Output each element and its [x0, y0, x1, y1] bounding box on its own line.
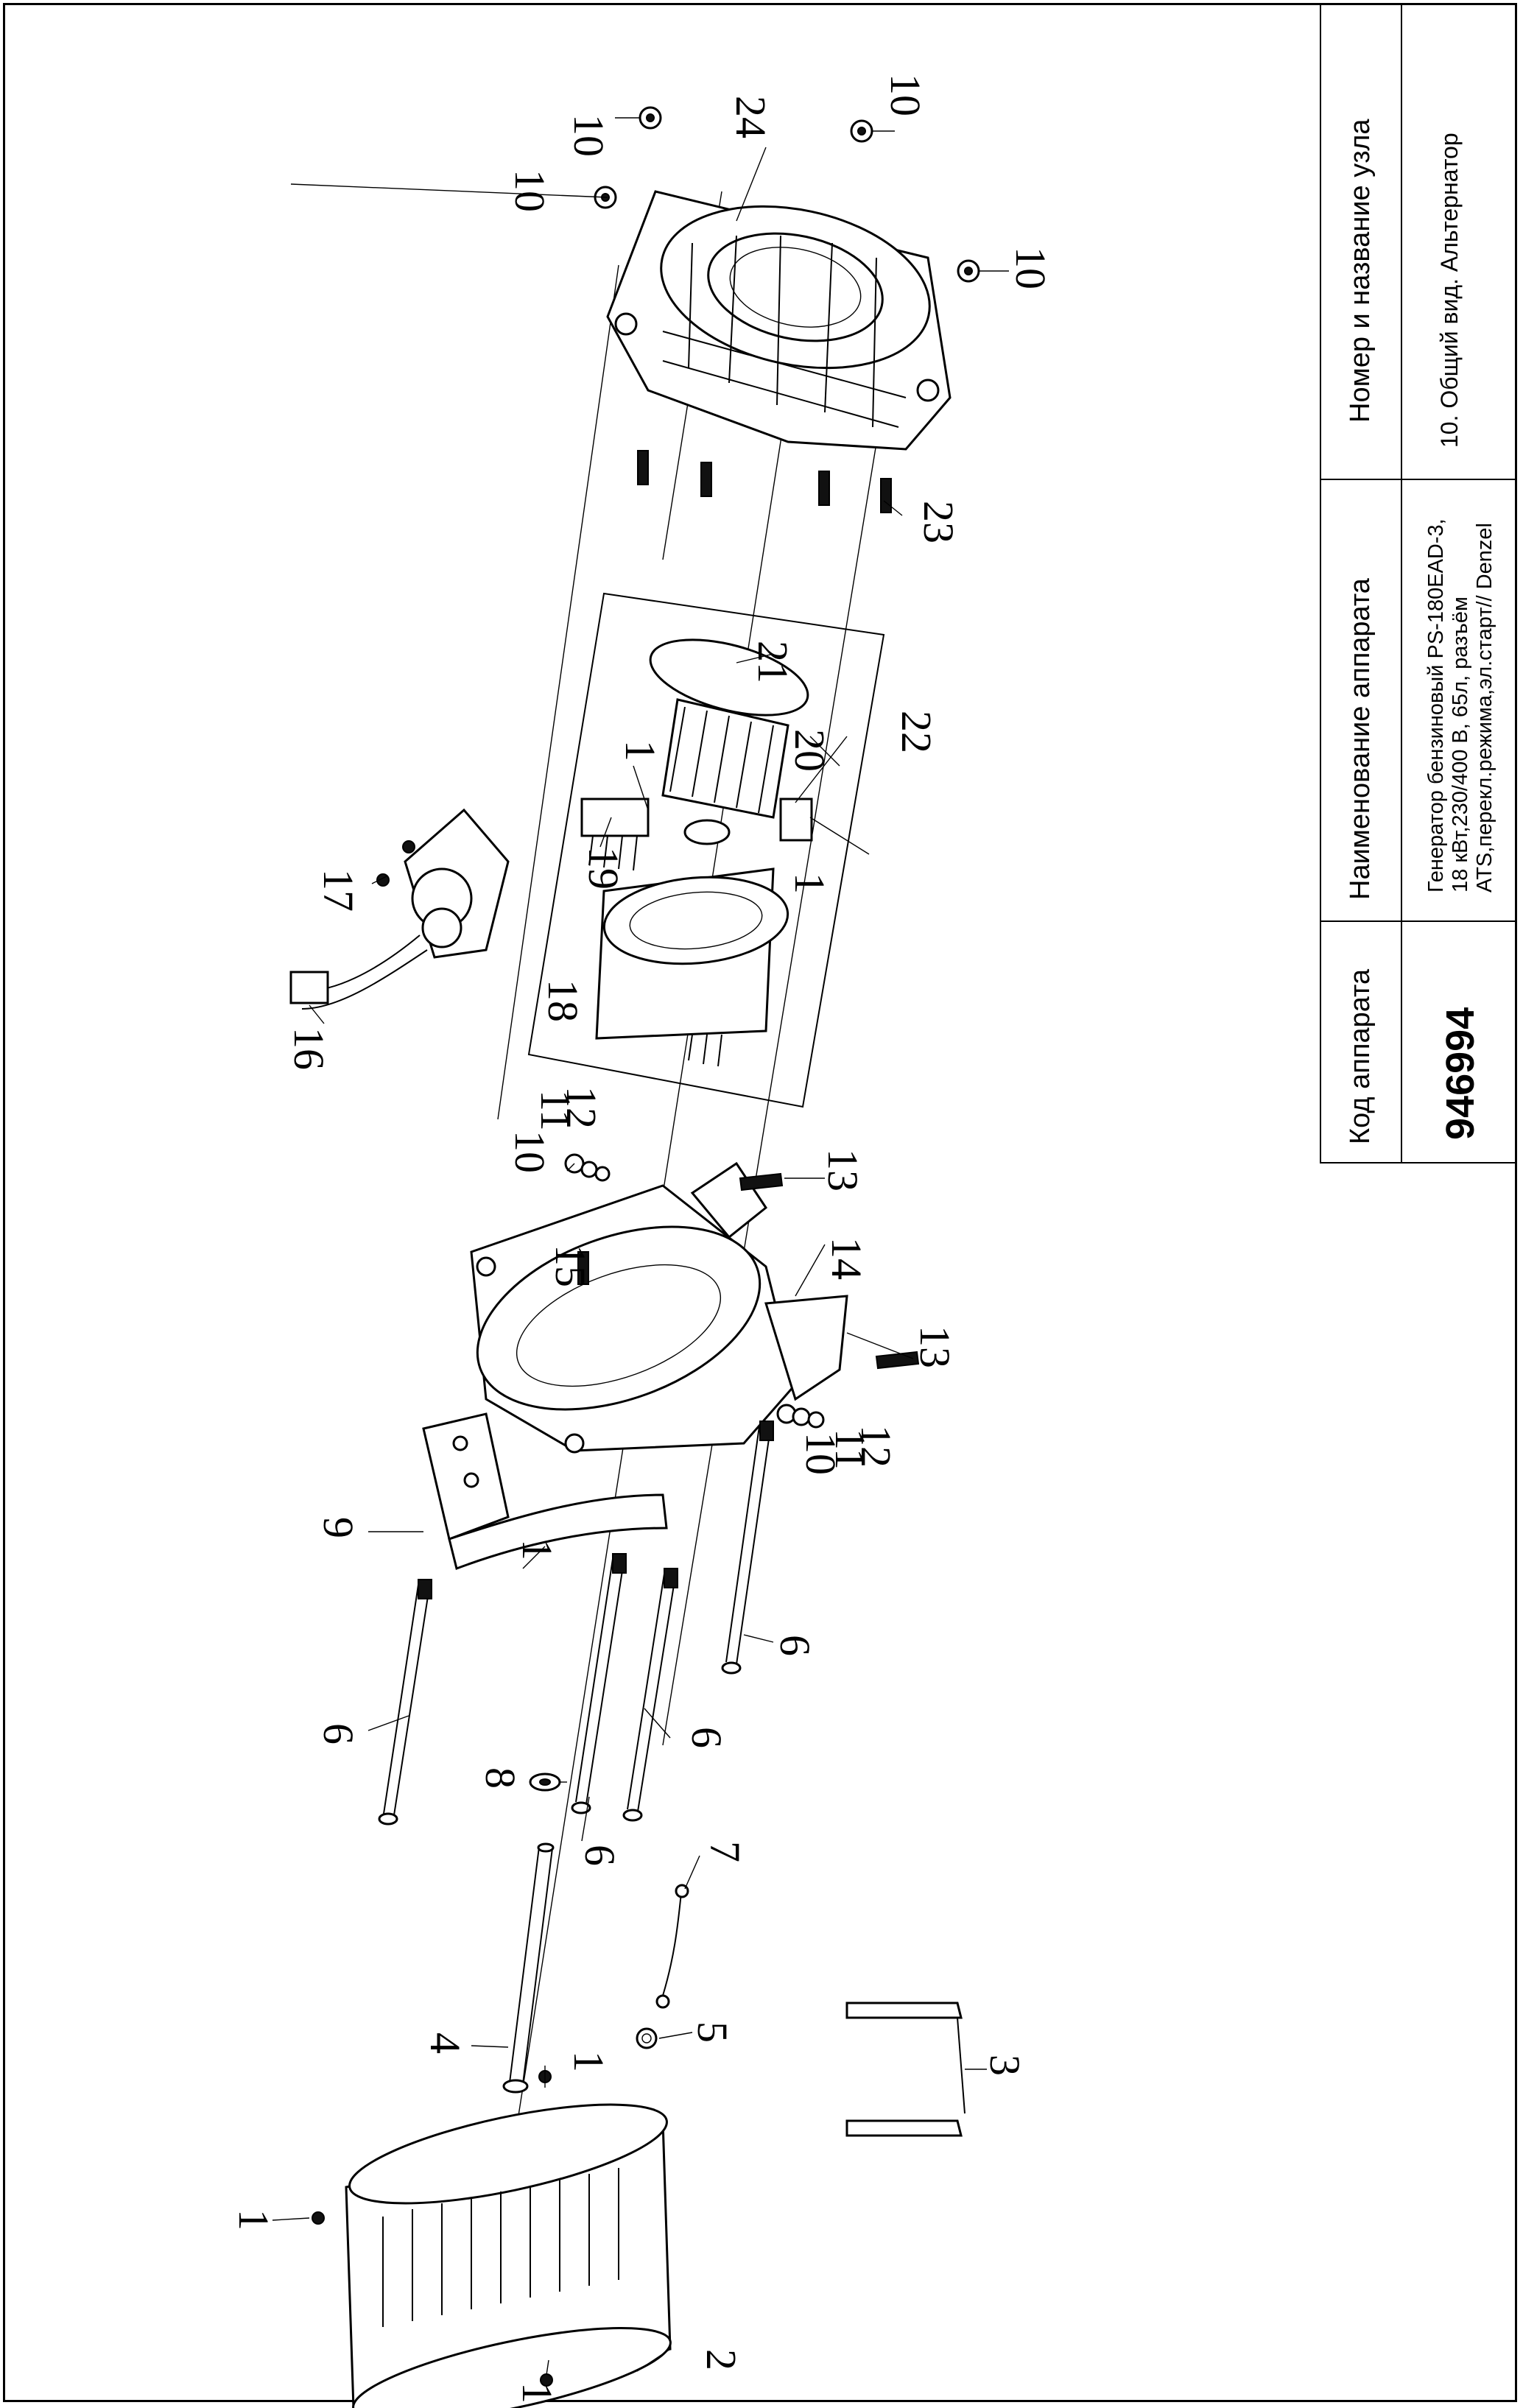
callout-16: 16	[285, 1027, 333, 1070]
callout-6: 6	[771, 1635, 819, 1656]
callout-9: 9	[314, 1517, 362, 1538]
callout-19: 19	[580, 847, 627, 890]
washer	[529, 1772, 561, 1792]
name-value: Генератор бензиновый PS-180EAD-3, 18 кВт…	[1424, 495, 1497, 893]
node-value: 10. Общий вид. Альтернатор	[1436, 133, 1463, 448]
node-header: Номер и название узла	[1345, 119, 1376, 423]
callout-10: 10	[882, 74, 929, 116]
callout-4: 4	[421, 2032, 469, 2054]
clip-pair	[845, 2002, 965, 2137]
callout-21: 21	[749, 641, 797, 683]
node-header-cell: Номер и название узла	[1320, 3, 1402, 480]
callout-6: 6	[683, 1727, 731, 1748]
name-header: Наименование аппарата	[1345, 578, 1376, 900]
ground-wire	[636, 1884, 689, 2049]
callout-10: 10	[506, 1130, 554, 1173]
callout-1: 1	[513, 1539, 561, 1560]
callout-3: 3	[981, 2055, 1029, 2076]
name-value-cell: Генератор бензиновый PS-180EAD-3, 18 кВт…	[1401, 479, 1517, 922]
name-line-3: ATS,перекл.режима,эл.старт// Denzel	[1473, 523, 1496, 893]
callout-7: 7	[701, 1841, 749, 1862]
callout-10: 10	[565, 114, 613, 157]
callout-13: 13	[819, 1149, 867, 1191]
code-value-cell: 946994	[1401, 920, 1517, 1163]
callout-24: 24	[727, 96, 775, 138]
leader-lines	[272, 117, 1009, 2376]
connector-harness	[289, 808, 510, 1010]
housing-bolts	[637, 450, 892, 513]
mounting-bracket	[422, 1412, 668, 1570]
flange-nuts	[594, 106, 980, 283]
front-fasteners	[564, 1153, 920, 1429]
code-header: Код аппарата	[1345, 968, 1376, 1144]
callout-10: 10	[1007, 247, 1055, 289]
callout-14: 14	[823, 1237, 870, 1280]
rear-bearing-housing	[606, 190, 952, 451]
callout-labels: 10 10 24 10 10 23 21 1 20 22 1 19 18 17 …	[230, 74, 1055, 2404]
code-header-cell: Код аппарата	[1320, 920, 1402, 1163]
rotor-stator-group	[527, 592, 885, 1108]
callout-1: 1	[786, 873, 834, 894]
callout-8: 8	[476, 1767, 524, 1789]
drawing-frame	[3, 3, 1517, 2402]
callout-1: 1	[616, 740, 664, 761]
name-line-2: 18 кВт,230/400 В, 65л, разъём	[1449, 596, 1472, 893]
callout-20: 20	[786, 729, 834, 772]
name-header-cell: Наименование аппарата	[1320, 479, 1402, 922]
shaft-bolt	[502, 1842, 555, 2094]
callout-12: 12	[852, 1425, 900, 1468]
front-adapter-housing	[470, 1161, 848, 1454]
callout-6: 6	[314, 1723, 362, 1745]
node-value-cell: 10. Общий вид. Альтернатор	[1401, 3, 1517, 480]
fan-cover	[312, 2070, 672, 2408]
callout-10: 10	[797, 1432, 845, 1475]
callout-10: 10	[506, 169, 554, 212]
callout-11: 11	[532, 1090, 580, 1131]
callout-11: 11	[826, 1429, 874, 1470]
callout-12: 12	[558, 1086, 605, 1129]
callout-18: 18	[539, 979, 587, 1022]
callout-13: 13	[911, 1326, 959, 1368]
callout-1: 1	[513, 2382, 561, 2404]
callout-1: 1	[565, 2051, 613, 2072]
callout-6: 6	[576, 1845, 624, 1866]
callout-2: 2	[697, 2349, 745, 2370]
callout-15: 15	[546, 1245, 594, 1287]
callout-22: 22	[893, 711, 940, 753]
through-bolts	[378, 1420, 774, 1826]
alternator-exploded-view: 10 10 24 10 10 23 21 1 20 22 1 19 18 17 …	[230, 74, 1055, 2408]
callout-17: 17	[314, 869, 362, 912]
callout-23: 23	[915, 501, 963, 543]
callout-1: 1	[230, 2209, 278, 2231]
callout-5: 5	[689, 2021, 736, 2043]
code-value: 946994	[1438, 1007, 1482, 1140]
name-line-1: Генератор бензиновый PS-180EAD-3,	[1424, 518, 1448, 893]
